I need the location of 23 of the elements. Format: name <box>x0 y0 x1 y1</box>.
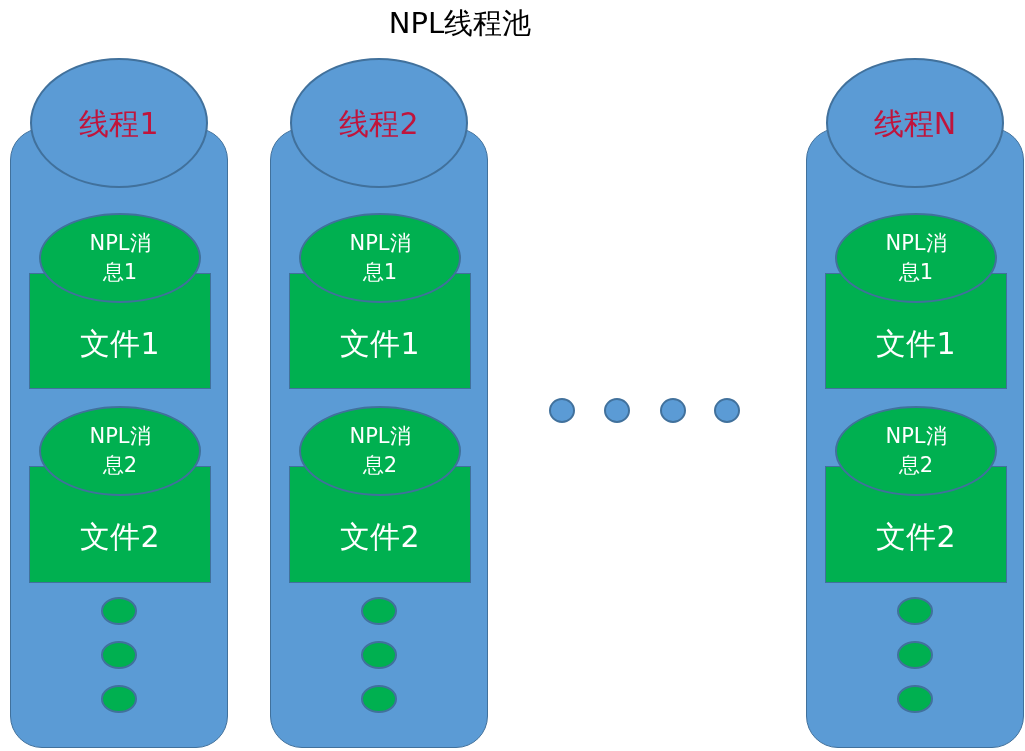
message-ellipse: NPL消息1 <box>835 213 997 303</box>
dot <box>101 685 137 713</box>
message-ellipse: NPL消息1 <box>39 213 201 303</box>
message-ellipse: NPL消息2 <box>835 406 997 496</box>
message-ellipse: NPL消息2 <box>39 406 201 496</box>
message-ellipse: NPL消息1 <box>299 213 461 303</box>
dot <box>101 641 137 669</box>
ellipsis-dot <box>714 398 740 423</box>
ellipsis-dot <box>660 398 686 423</box>
ellipsis-dot <box>549 398 575 423</box>
thread-ellipse: 线程2 <box>290 58 468 188</box>
dot <box>361 641 397 669</box>
dot <box>101 597 137 625</box>
thread-ellipse: 线程1 <box>30 58 208 188</box>
message-ellipse: NPL消息2 <box>299 406 461 496</box>
thread-ellipse: 线程N <box>826 58 1004 188</box>
dot <box>897 685 933 713</box>
dot <box>361 685 397 713</box>
ellipsis-dot <box>604 398 630 423</box>
dot <box>897 597 933 625</box>
title: NPL线程池 <box>387 5 533 42</box>
dot <box>897 641 933 669</box>
dot <box>361 597 397 625</box>
